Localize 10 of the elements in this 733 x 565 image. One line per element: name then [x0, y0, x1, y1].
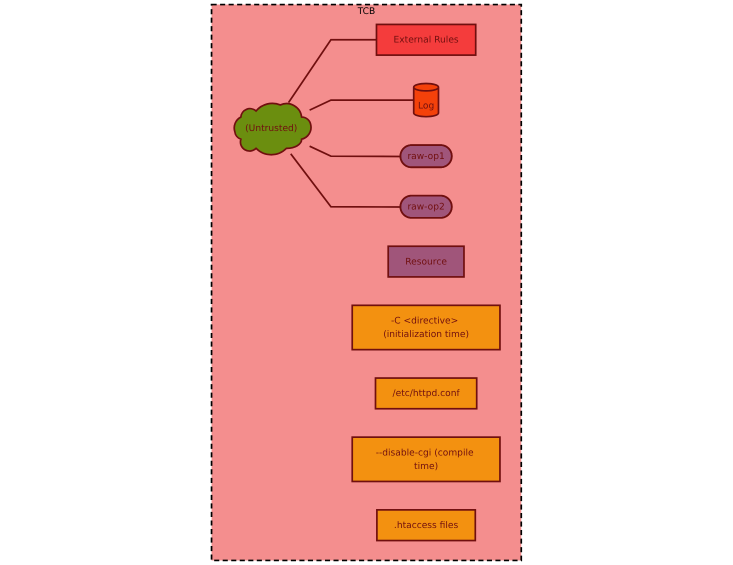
node-box: .htaccess files — [376, 509, 476, 542]
node-box: --disable-cgi (compile time) — [351, 436, 501, 482]
node-box: External Rules — [376, 24, 477, 56]
node-box: Resource — [387, 245, 465, 278]
connector — [288, 38, 377, 103]
connector — [309, 145, 401, 158]
connector — [290, 153, 401, 208]
connector — [309, 99, 414, 111]
node-box: -C <directive> (initialization time) — [351, 304, 501, 350]
node-box: /etc/httpd.conf — [374, 377, 478, 410]
